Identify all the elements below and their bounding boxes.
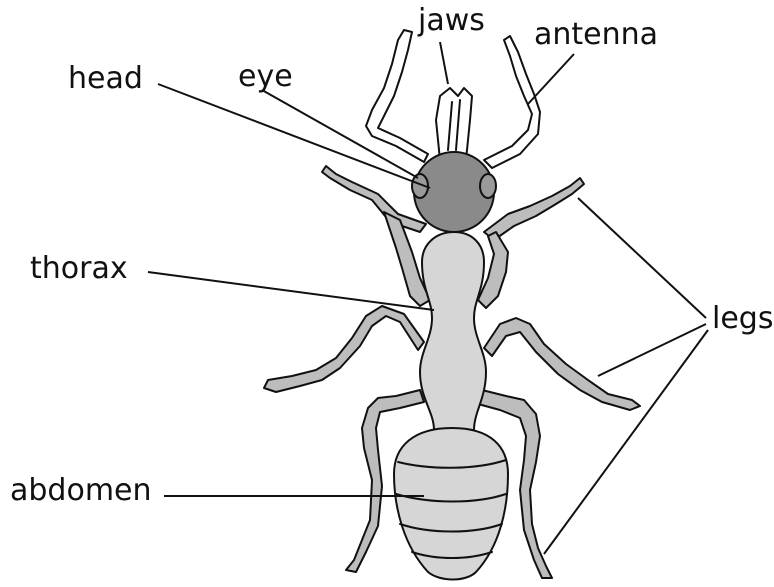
label-head: head (68, 64, 143, 94)
antenna-right (484, 36, 540, 168)
leader-legs-1 (578, 198, 706, 318)
eye-right-shape (480, 174, 496, 198)
label-legs: legs (712, 304, 773, 334)
antenna-left (366, 30, 428, 162)
label-thorax: thorax (30, 254, 128, 284)
leg-middle-left (264, 306, 424, 392)
head-shape (412, 152, 496, 232)
leader-eye (262, 90, 418, 178)
leader-legs-2 (598, 324, 706, 376)
abdomen-shape (394, 428, 508, 580)
thorax-shape (420, 232, 486, 430)
leg-front-left (322, 166, 426, 232)
leader-antenna (528, 54, 574, 104)
label-abdomen: abdomen (10, 476, 152, 506)
label-eye: eye (238, 62, 293, 92)
leader-thorax (148, 272, 434, 310)
label-jaws: jaws (418, 6, 485, 36)
leader-jaws (440, 42, 448, 84)
label-antenna: antenna (534, 20, 658, 50)
leg-front-right (484, 178, 584, 240)
jaws-shape (436, 88, 472, 160)
